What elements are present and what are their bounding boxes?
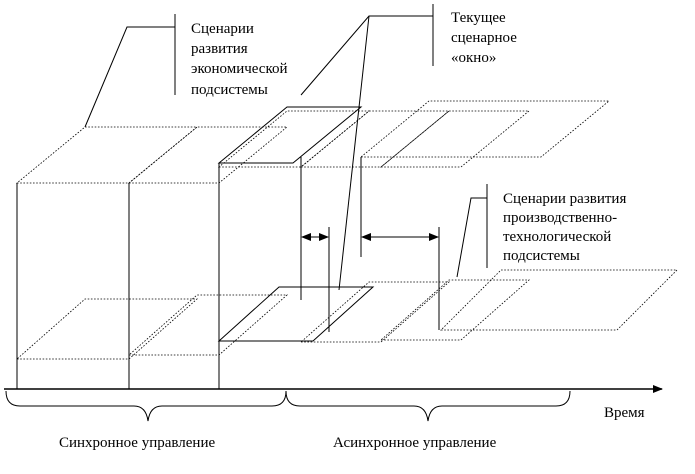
async-brace [285,390,571,422]
economic-plane-2 [127,126,289,184]
production-plane-5 [440,269,678,331]
economic-callout-line [84,26,175,128]
economic-plane-6 [359,100,611,158]
production-plane-2 [127,294,289,356]
current-window-label: Текущее сценарное «окно» [451,10,521,66]
sync-brace [5,390,287,422]
production-plane-3 [299,281,451,343]
economic-plane-4 [299,110,451,168]
economic-scenarios-label: Сценарии развития экономической подсисте… [191,21,291,98]
economic-plane-3 [217,110,371,168]
production-scenarios-label: Сценарии развития производственно- техно… [503,191,630,264]
economic-plane-5 [379,110,531,168]
time-axis-label: Время [604,405,645,421]
current-window-lower-plane [217,286,375,342]
production-plane-4 [379,279,531,341]
sync-control-label: Синхронное управление [59,435,215,451]
production-plane-1 [15,298,199,360]
current-window-upper-plane [217,106,363,164]
vertical-time-lines [16,157,440,389]
callout-lines [84,4,488,291]
economic-plane-1 [15,126,199,184]
economic-scenario-planes [15,100,611,184]
production-scenario-planes [15,269,678,360]
window-callout-line-left [300,15,433,96]
async-control-label: Асинхронное управление [333,435,497,451]
production-callout-line [456,197,487,278]
window-callout-line-right [338,15,370,291]
